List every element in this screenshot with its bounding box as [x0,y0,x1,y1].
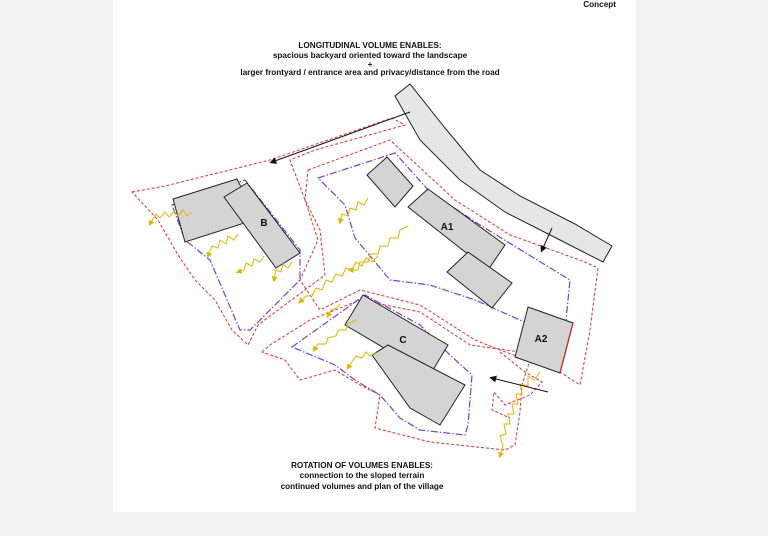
access-arrow-a2-entrance [489,375,549,393]
building-b [223,182,301,269]
drawing-sheet [113,0,636,512]
view-arrows [148,197,541,459]
bottom-note: ROTATION OF VOLUMES ENABLES: connection … [212,461,512,492]
access-arrow-road-entrance [540,227,553,253]
view-arrow-c-small [326,303,341,319]
plot-boundary-north [299,139,599,386]
view-arrow-a1-west-1 [337,197,369,225]
view-arrow-c-west [312,319,357,352]
top-note: LONGITUDINAL VOLUME ENABLES: spacious ba… [220,41,520,78]
view-arrow-b-south [206,233,239,259]
view-arrow-c-south [346,351,377,370]
bottom-note-title: ROTATION OF VOLUMES ENABLES: [290,461,434,470]
building-label-a1: A1 [441,222,454,233]
setback-c [290,294,473,436]
view-arrow-b-southeast [235,255,265,274]
building-c-lower-volume [371,344,466,426]
road [394,83,613,263]
plot-boundaries [131,117,599,451]
view-arrow-b-west [148,209,193,227]
concept-label: Concept [583,0,616,9]
access-arrows [269,111,553,393]
view-arrow-b-lower [271,261,293,283]
top-note-separator: + [367,59,373,69]
top-note-line2: larger frontyard / entrance area and pri… [240,67,500,77]
top-note-title: LONGITUDINAL VOLUME ENABLES: [298,41,442,50]
bottom-note-line2: continued volumes and plan of the villag… [280,481,444,491]
setback-b [171,179,301,331]
access-arrow-north-road [269,111,411,164]
building-label-b: B [260,218,267,229]
view-arrow-a1-west-2 [347,225,409,273]
bottom-note-line1: connection to the sloped terrain [299,471,425,481]
building-label-a2: A2 [535,334,548,345]
top-note-line1: spacious backyard oriented toward the la… [272,51,468,61]
view-arrow-a1-west-3 [298,255,379,304]
building-a1-lower-volume [446,251,513,309]
building-label-c: C [399,335,406,346]
building-a2-boundary-highlight [559,322,574,374]
building-a1-small-volume [366,156,414,208]
buildings [172,156,574,426]
building-a1 [407,188,506,271]
view-arrow-a2-south [498,371,541,459]
